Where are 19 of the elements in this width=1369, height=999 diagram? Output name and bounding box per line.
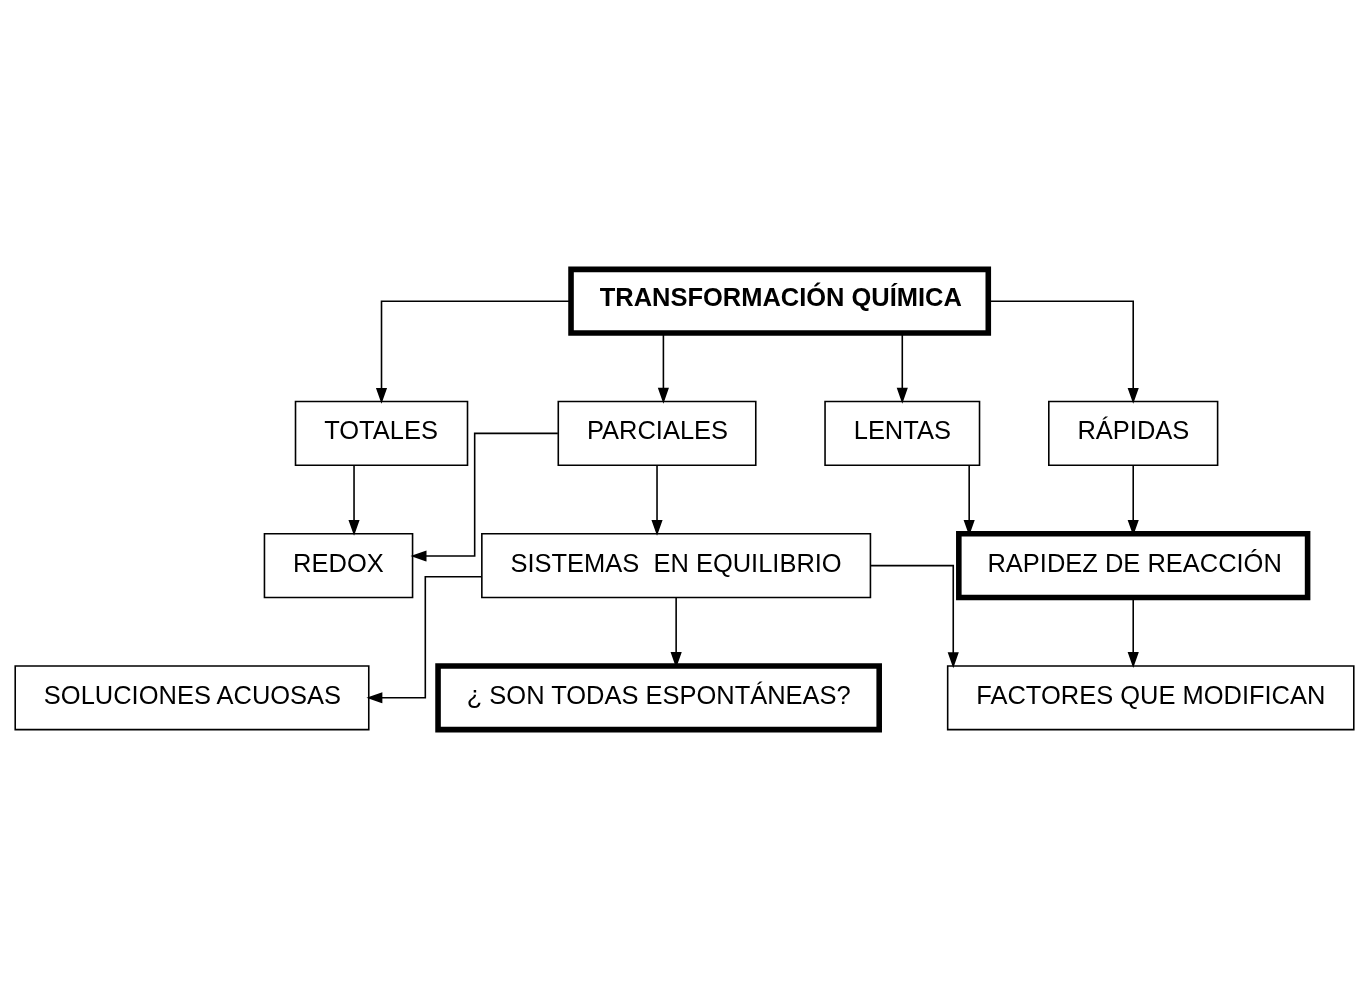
node-box: PARCIALES: [557, 400, 757, 467]
arrow: [366, 575, 483, 704]
arrow: [657, 332, 669, 404]
node-box: SISTEMAS EN EQUILIBRIO: [481, 532, 872, 599]
node-box: REDOX: [263, 532, 414, 599]
node-box: LENTAS: [824, 400, 981, 467]
arrow: [896, 332, 908, 404]
node-box: ¿ SON TODAS ESPONTÁNEAS?: [435, 663, 882, 733]
arrow: [348, 464, 360, 536]
arrow: [410, 432, 559, 562]
arrow: [651, 464, 663, 536]
node-box: FACTORES QUE MODIFICAN: [946, 665, 1355, 731]
node-box: TRANSFORMACIÓN QUÍMICA: [568, 266, 992, 336]
node-box: SOLUCIONES ACUOSAS: [14, 665, 370, 731]
node-box: TOTALES: [294, 400, 469, 467]
node-box: RAPIDEZ DE REACCIÓN: [956, 530, 1311, 601]
arrow: [375, 300, 572, 404]
arrow: [870, 564, 959, 669]
node-box: RÁPIDAS: [1048, 400, 1219, 467]
